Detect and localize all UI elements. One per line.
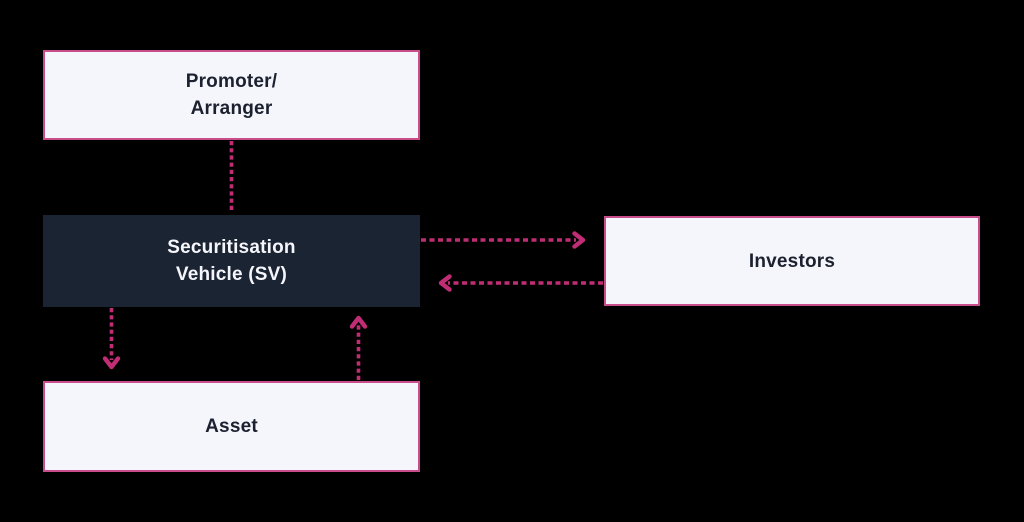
node-asset-label: Asset: [205, 416, 258, 437]
edge-sv-to-investors: [421, 231, 586, 249]
arrowhead-down-icon: [102, 356, 121, 370]
arrowhead-up-icon: [349, 315, 368, 329]
node-promoter-arranger-label-line2: Arranger: [190, 98, 273, 119]
edge-asset-to-sv: [349, 315, 368, 380]
arrowhead-left-icon: [438, 274, 452, 292]
edge-sv-to-asset: [102, 308, 121, 370]
arrowhead-right-icon: [572, 231, 586, 249]
node-securitisation-vehicle-label-line2: Vehicle (SV): [175, 264, 288, 285]
node-investors: Investors: [604, 216, 980, 306]
node-promoter-arranger-label-line1: Promoter/: [185, 71, 278, 92]
node-promoter-arranger: Promoter/ Arranger: [43, 50, 420, 140]
node-investors-label: Investors: [748, 250, 836, 272]
node-asset: Asset: [43, 381, 420, 472]
node-securitisation-vehicle-label-line1: Securitisation: [167, 237, 296, 258]
edge-investors-to-sv: [438, 274, 603, 292]
node-securitisation-vehicle: Securitisation Vehicle (SV): [43, 215, 420, 307]
